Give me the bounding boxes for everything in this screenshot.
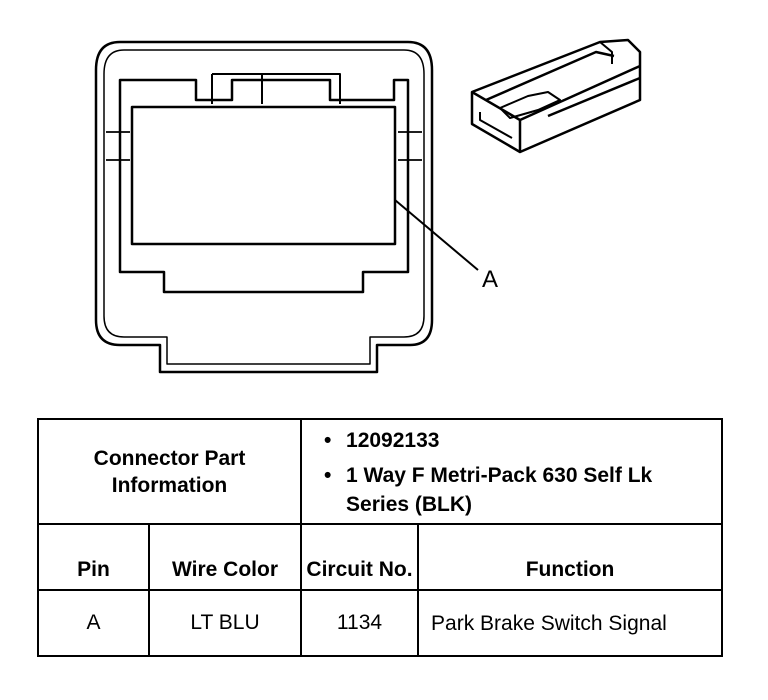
cell-pin: A: [37, 589, 150, 657]
part-number-item: • 1 Way F Metri-Pack 630 Self Lk Series …: [324, 461, 711, 519]
connector-diagram: [94, 38, 642, 374]
cell-function: Park Brake Switch Signal: [417, 589, 724, 657]
connector-side-rails: [106, 131, 422, 161]
connector-info-table: Connector Part Information • 12092133 • …: [36, 418, 724, 657]
connector-outer-body-inner-edge: [103, 49, 425, 365]
bullet-glyph: •: [324, 429, 332, 452]
part-numbers-cell: • 12092133 • 1 Way F Metri-Pack 630 Self…: [300, 418, 724, 525]
part-number-item: • 12092133: [324, 426, 711, 455]
connector-outer-body: [94, 40, 434, 374]
connector-latch-window: [211, 73, 341, 104]
terminal-a: [130, 105, 397, 246]
header-pin: Pin: [37, 523, 150, 591]
header-circuit-no: Circuit No.: [300, 523, 420, 591]
table-row: A LT BLU 1134 Park Brake Switch Signal: [37, 589, 724, 657]
connector-inner-cavity: [118, 78, 410, 294]
bullet-glyph: •: [324, 464, 332, 487]
header-wire-color: Wire Color: [147, 523, 303, 591]
connector-perspective-view: [470, 38, 642, 154]
part-description-text: 1 Way F Metri-Pack 630 Self Lk Series (B…: [346, 464, 653, 516]
part-info-row: Connector Part Information • 12092133 • …: [36, 418, 724, 525]
column-header-row: Pin Wire Color Circuit No. Function: [37, 523, 724, 591]
callout-leader-line: [394, 199, 479, 271]
cell-wire-color: LT BLU: [147, 589, 303, 657]
part-number-text: 12092133: [346, 429, 440, 452]
callout-label-a: A: [482, 266, 499, 293]
part-numbers-list: • 12092133 • 1 Way F Metri-Pack 630 Self…: [324, 426, 711, 519]
header-function: Function: [417, 523, 724, 591]
part-info-label: Connector Part Information: [36, 418, 303, 525]
cell-circuit: 1134: [300, 589, 420, 657]
